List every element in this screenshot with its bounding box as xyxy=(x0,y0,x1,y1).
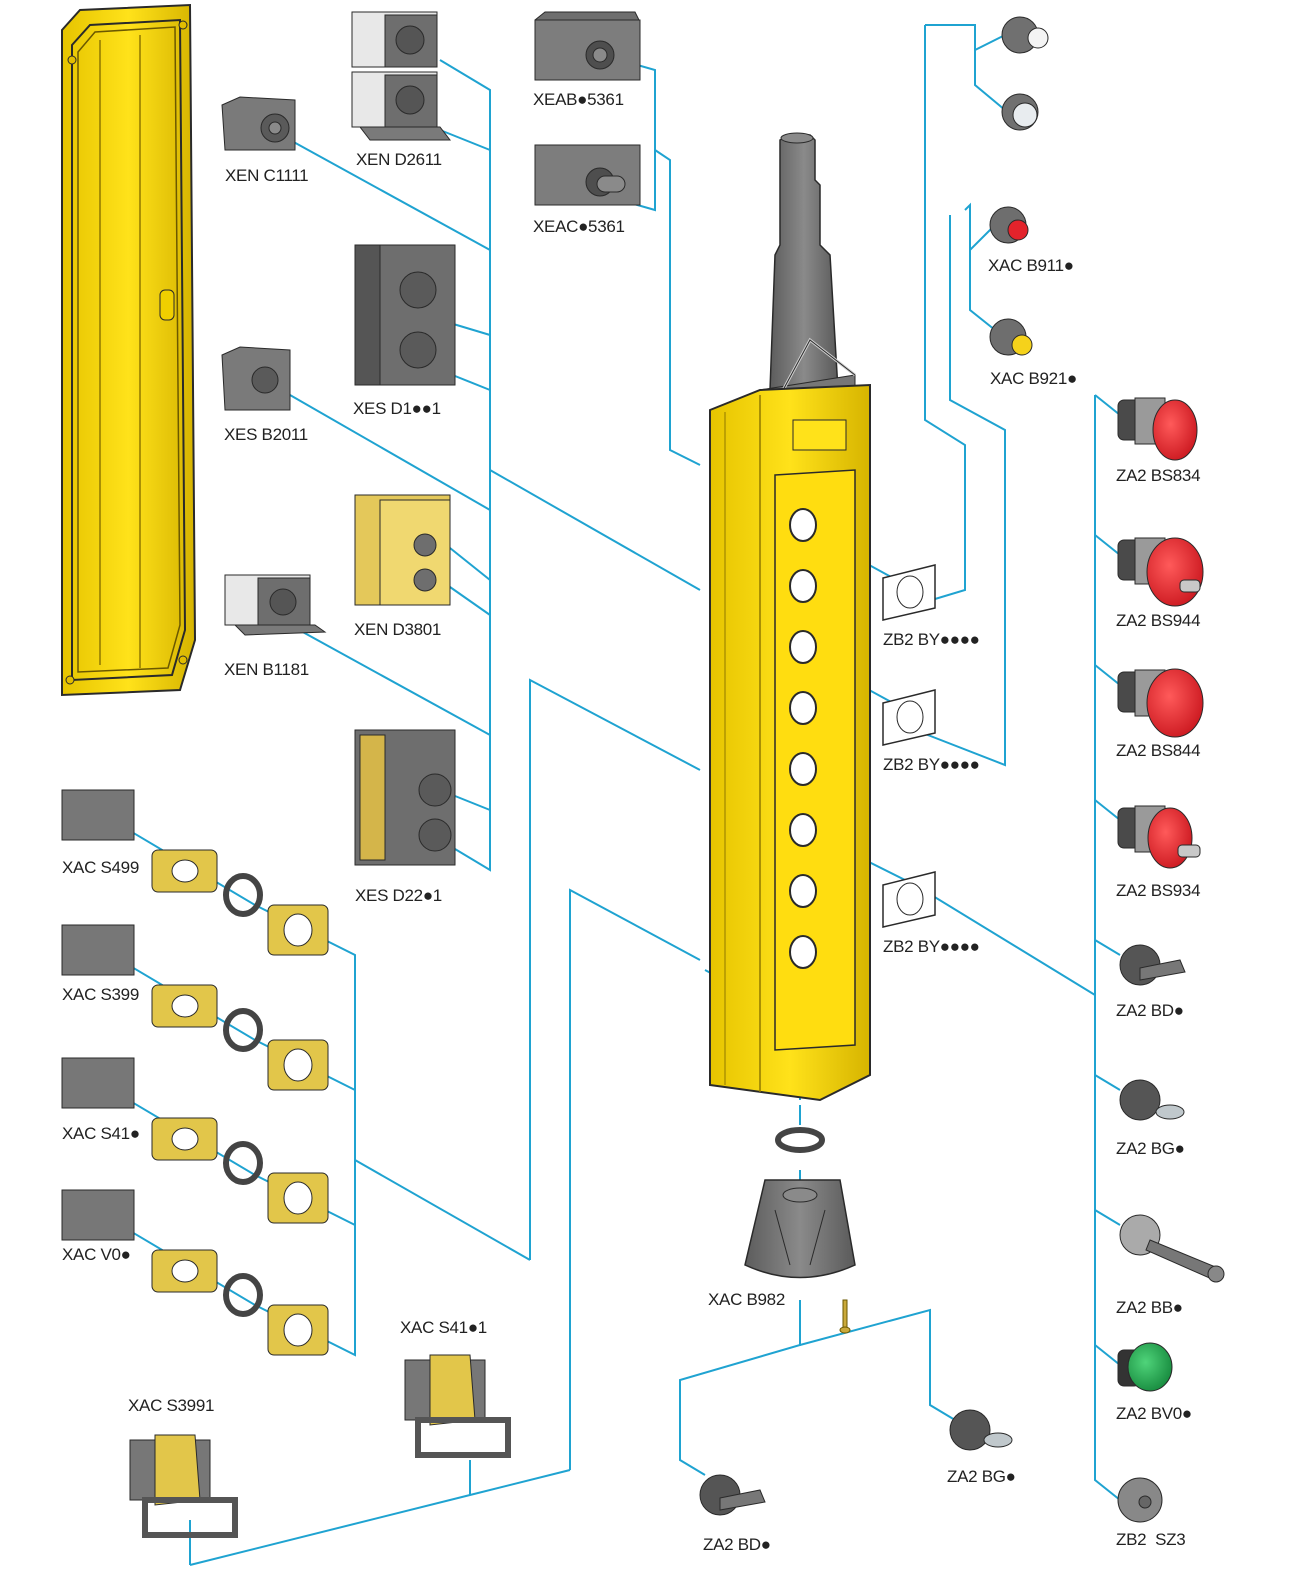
label-xacs3991: XAC S3991 xyxy=(128,1396,215,1415)
contact-block-xend2611 xyxy=(351,11,452,141)
label-xeacx5361: XEAC●5361 xyxy=(533,217,625,236)
kit-flange-hole xyxy=(283,913,313,947)
label-za2bgx-bottom: ZA2 BG● xyxy=(947,1467,1016,1486)
label-xend2611: XEN D2611 xyxy=(356,150,442,169)
contact-block-xend3801 xyxy=(354,494,451,606)
operator-zb2sz3 xyxy=(1117,1477,1163,1523)
operator-za2bdx-bottom xyxy=(699,1474,766,1516)
operator-za2bbx xyxy=(1119,1214,1225,1283)
button-hole xyxy=(789,935,817,969)
label-za2bs934: ZA2 BS934 xyxy=(1116,881,1201,900)
label-zb2by-2: ZB2 BY●●●● xyxy=(883,755,980,774)
label-xacs41x1: XAC S41●1 xyxy=(400,1318,487,1337)
operator-za2bs844 xyxy=(1117,668,1204,738)
label-xend3801: XEN D3801 xyxy=(354,620,442,639)
kit-nut-ring xyxy=(223,1008,263,1052)
button-hole xyxy=(789,813,817,847)
kit-nut-ring xyxy=(223,1141,263,1185)
operator-za2bdx xyxy=(1119,944,1186,986)
operator-za2bv0x xyxy=(1117,1342,1173,1392)
button-holes xyxy=(789,508,817,969)
pendant-enclosure xyxy=(709,132,871,1102)
button-hole xyxy=(789,508,817,542)
operator-za2bs944 xyxy=(1117,537,1204,607)
label-xesd22x1: XES D22●1 xyxy=(355,886,442,905)
contact-block-xenb1181 xyxy=(224,574,327,636)
button-hole xyxy=(789,691,817,725)
label-xeabx5361: XEAB●5361 xyxy=(533,90,624,109)
cap-yellow-xacb921 xyxy=(989,318,1033,356)
cap-white-pushbutton xyxy=(1001,16,1049,54)
locking-ring xyxy=(775,1127,825,1153)
label-zb2sz3: ZB2 SZ3 xyxy=(1116,1530,1186,1549)
label-xacs399: XAC S399 xyxy=(62,985,139,1004)
contact-block-xeabx5361 xyxy=(534,11,641,81)
contact-block-xeacx5361 xyxy=(534,144,641,206)
kit-plate-hole xyxy=(171,1127,199,1151)
cap-clear-bezel xyxy=(1001,93,1039,131)
label-za2bdx: ZA2 BD● xyxy=(1116,1001,1184,1020)
interlock-xacs41x1 xyxy=(404,1354,511,1458)
operator-za2bgx xyxy=(1119,1079,1185,1121)
kit-nut-ring xyxy=(223,873,263,917)
blanking-plate-2 xyxy=(882,689,936,746)
kit-block xyxy=(61,924,135,976)
label-za2bs844: ZA2 BS844 xyxy=(1116,741,1201,760)
kit-flange-hole xyxy=(283,1181,313,1215)
button-hole xyxy=(789,569,817,603)
button-hole xyxy=(789,752,817,786)
mounting-kits xyxy=(61,789,329,1356)
kit-plate-hole xyxy=(171,859,199,883)
screw xyxy=(839,1299,851,1334)
label-xenb1181: XEN B1181 xyxy=(224,660,309,679)
kit-plate-hole xyxy=(171,1259,199,1283)
contact-block-xesd22x1 xyxy=(354,729,456,866)
kit-plate-hole xyxy=(171,994,199,1018)
cable-boot-xacb982 xyxy=(744,1179,856,1279)
label-xenc1111: XEN C1111 xyxy=(225,166,309,185)
label-xacb911x: XAC B911● xyxy=(988,256,1074,275)
contact-block-xesb2011 xyxy=(221,346,291,411)
label-xacv0x: XAC V0● xyxy=(62,1245,131,1264)
kit-block xyxy=(61,1057,135,1109)
label-xesd1xx1: XES D1●●1 xyxy=(353,399,441,418)
label-za2bv0x: ZA2 BV0● xyxy=(1116,1404,1192,1423)
kit-nut-ring xyxy=(223,1273,263,1317)
label-za2bs944: ZA2 BS944 xyxy=(1116,611,1201,630)
operator-za2bs834 xyxy=(1117,397,1198,461)
interlock-xacs3991 xyxy=(129,1434,238,1538)
label-za2bbx: ZA2 BB● xyxy=(1116,1298,1183,1317)
kit-block xyxy=(61,1189,135,1241)
label-xesb2011: XES B2011 xyxy=(224,425,308,444)
button-hole xyxy=(789,874,817,908)
blanking-plate-3 xyxy=(882,871,936,928)
label-zb2by-1: ZB2 BY●●●● xyxy=(883,630,980,649)
blanking-plate-1 xyxy=(882,564,936,621)
kit-flange-hole xyxy=(283,1048,313,1082)
button-hole xyxy=(789,630,817,664)
operator-za2bs934 xyxy=(1117,805,1201,869)
kit-flange-hole xyxy=(283,1313,313,1347)
operator-za2bgx-bottom xyxy=(949,1409,1013,1451)
kit-block xyxy=(61,789,135,841)
contact-block-xesd1xx1 xyxy=(354,244,456,386)
label-za2bdx-bottom: ZA2 BD● xyxy=(703,1535,771,1554)
cap-red-xacb911 xyxy=(989,206,1029,244)
label-xacb982: XAC B982 xyxy=(708,1290,785,1309)
label-za2bgx: ZA2 BG● xyxy=(1116,1139,1185,1158)
label-xacb921x: XAC B921● xyxy=(990,369,1077,388)
label-za2bs834: ZA2 BS834 xyxy=(1116,466,1201,485)
label-zb2by-3: ZB2 BY●●●● xyxy=(883,937,980,956)
label-xacs499: XAC S499 xyxy=(62,858,139,877)
enclosure-lid xyxy=(61,3,197,697)
label-xacs41x: XAC S41● xyxy=(62,1124,140,1143)
contact-block-xenc1111 xyxy=(221,96,296,151)
